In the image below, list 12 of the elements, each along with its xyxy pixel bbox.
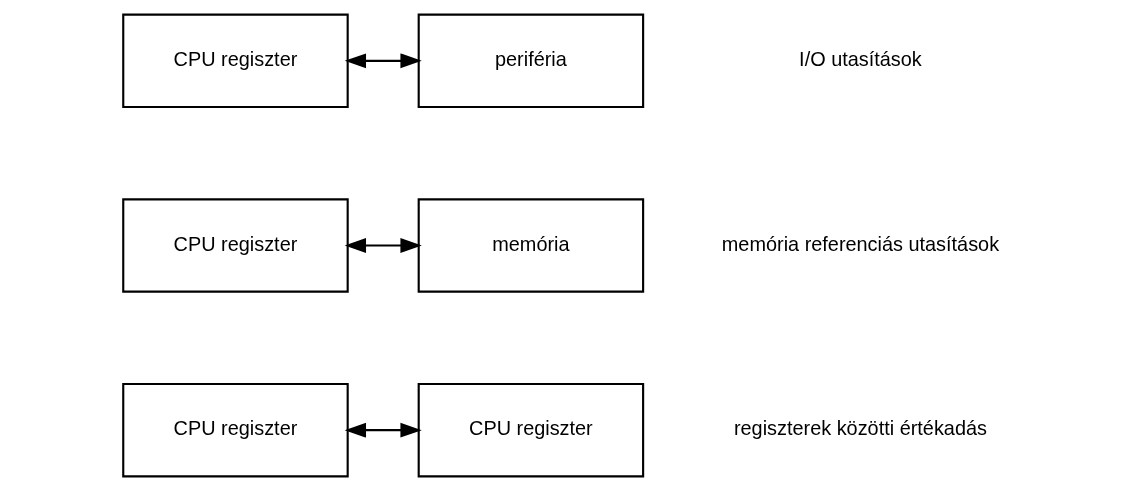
node-box: CPU regiszter xyxy=(417,382,644,477)
node-box: CPU regiszter xyxy=(121,382,349,477)
arrow xyxy=(344,422,422,438)
node-box: CPU regiszter xyxy=(121,197,349,293)
node-box: periféria xyxy=(417,13,644,108)
node-box: CPU regiszter xyxy=(121,13,349,108)
node-box: memória xyxy=(417,197,644,293)
label: regiszterek közötti értékadás xyxy=(733,416,987,439)
label: I/O utasítások xyxy=(798,47,922,70)
arrow xyxy=(344,52,422,68)
arrow xyxy=(344,237,422,253)
label: memória referenciás utasítások xyxy=(721,232,999,255)
